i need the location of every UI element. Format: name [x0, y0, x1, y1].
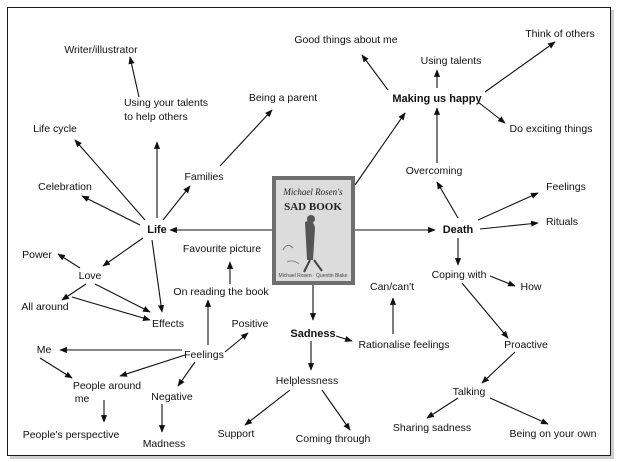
- edge-happy-exciting: [477, 101, 506, 124]
- node-support: Support: [218, 428, 255, 440]
- node-celebration: Celebration: [38, 181, 92, 193]
- node-being-a-parent: Being a parent: [249, 92, 317, 104]
- node-people-around-line1: People around: [73, 380, 141, 392]
- edge-feelings-people: [119, 354, 186, 377]
- edge-helplessness-coming: [321, 389, 351, 431]
- edge-me-people: [39, 357, 73, 379]
- node-favourite-picture: Favourite picture: [183, 243, 261, 255]
- node-people-around-line2: me: [75, 393, 90, 405]
- node-using-your-talents-line1: Using your talents: [124, 97, 208, 109]
- node-making-us-happy: Making us happy: [392, 93, 482, 105]
- edge-life-effects: [151, 239, 165, 313]
- edge-coping-how: [489, 275, 516, 287]
- book-author-line: Michael Rosen's: [282, 187, 343, 197]
- node-peoples-perspective: People's perspective: [23, 429, 120, 441]
- node-rituals: Rituals: [546, 216, 578, 228]
- node-can-cant: Can/can't: [370, 281, 414, 293]
- edge-helplessness-support: [244, 389, 291, 426]
- edge-allaround-effects: [71, 296, 151, 321]
- node-effects: Effects: [152, 318, 184, 330]
- node-death: Death: [443, 224, 474, 236]
- edge-death-rituals: [479, 220, 539, 230]
- edge-happy-thinkothers: [484, 41, 556, 93]
- node-madness: Madness: [143, 438, 186, 450]
- edge-love-power: [57, 253, 81, 269]
- node-writer-illustrator: Writer/illustrator: [64, 44, 138, 56]
- node-being-on-your-own: Being on your own: [510, 428, 597, 440]
- node-how: How: [520, 281, 541, 293]
- node-love: Love: [79, 270, 102, 282]
- edge-book-happy: [354, 112, 406, 186]
- arrows: [39, 41, 556, 433]
- node-coping-with: Coping with: [432, 269, 487, 281]
- node-life: Life: [147, 224, 167, 236]
- node-on-reading-the-book: On reading the book: [173, 286, 269, 298]
- node-families: Families: [184, 171, 223, 183]
- node-feelings-right: Feelings: [546, 181, 586, 193]
- edge-love-effects: [94, 283, 151, 313]
- node-feelings-left: Feelings: [184, 349, 224, 361]
- man-walking-illustration: [282, 215, 323, 273]
- node-helplessness: Helplessness: [276, 375, 338, 387]
- node-talking: Talking: [453, 386, 486, 398]
- node-all-around: All around: [21, 301, 68, 313]
- node-do-exciting-things: Do exciting things: [510, 123, 593, 135]
- node-life-cycle: Life cycle: [33, 123, 77, 135]
- node-think-of-others: Think of others: [525, 28, 594, 40]
- node-labels: Life Death Sadness Making us happy Write…: [21, 28, 596, 450]
- node-me: Me: [37, 344, 52, 356]
- edge-talking-sharing: [426, 397, 459, 419]
- edge-death-overcoming: [436, 181, 459, 219]
- edge-talking-ownown: [489, 397, 549, 425]
- node-coming-through: Coming through: [296, 433, 371, 445]
- node-sharing-sadness: Sharing sadness: [393, 422, 471, 434]
- node-overcoming: Overcoming: [406, 165, 463, 177]
- node-good-things-about-me: Good things about me: [294, 34, 397, 46]
- node-positive: Positive: [232, 318, 269, 330]
- edge-life-lifecycle: [74, 139, 146, 221]
- edge-feelings-positive: [224, 332, 249, 353]
- book-credit-line: Michael Rosen · Quentin Blake: [279, 273, 348, 279]
- node-using-talents: Using talents: [421, 55, 482, 67]
- node-power: Power: [22, 249, 52, 261]
- edge-coping-proactive: [461, 282, 509, 339]
- edge-sadness-rationalise: [335, 335, 353, 342]
- edge-life-writer: [128, 56, 140, 98]
- edge-death-feelings: [477, 192, 539, 221]
- edge-families-parent: [219, 109, 273, 167]
- node-sadness: Sadness: [290, 328, 335, 340]
- edge-feelings-negative: [177, 361, 196, 387]
- edge-proactive-talking: [481, 351, 516, 384]
- node-proactive: Proactive: [504, 339, 548, 351]
- edge-happy-goodthings: [361, 54, 389, 91]
- book-title-line: SAD BOOK: [284, 201, 342, 213]
- book-cover-image: Michael Rosen's SAD BOOK Michael Rosen ·…: [272, 176, 355, 285]
- node-rationalise-feelings: Rationalise feelings: [358, 339, 449, 351]
- edge-life-love: [102, 237, 144, 267]
- node-negative: Negative: [151, 391, 193, 403]
- edge-life-families: [162, 185, 191, 221]
- node-using-your-talents-line2: to help others: [124, 111, 188, 123]
- edge-love-allaround: [61, 283, 87, 301]
- edge-life-celebration: [81, 195, 141, 226]
